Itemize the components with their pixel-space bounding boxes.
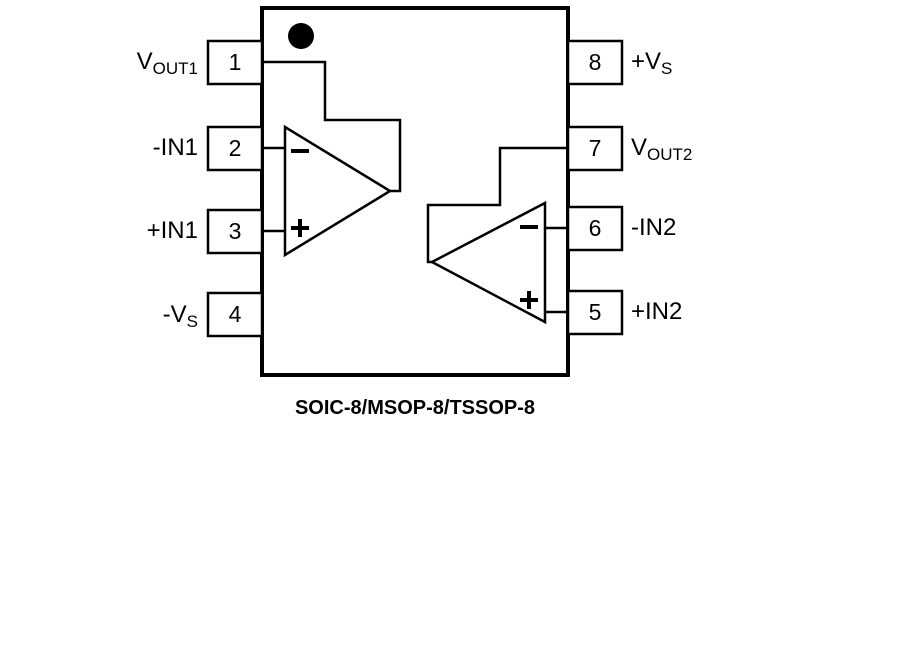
pin-number-6: 6 bbox=[588, 215, 602, 241]
pin-number-5: 5 bbox=[588, 299, 602, 325]
pin-label-sub: S bbox=[186, 312, 198, 331]
pin-label-vs-neg: -VS bbox=[163, 301, 198, 336]
pin-label-main: V bbox=[631, 134, 648, 161]
pin-box-2 bbox=[206, 125, 264, 172]
pin1-indicator-dot-icon bbox=[288, 23, 314, 49]
pin-label-in1-neg: -IN1 bbox=[153, 134, 198, 169]
pin-label-main: +IN2 bbox=[631, 298, 683, 325]
opamp2-symbol bbox=[429, 200, 547, 325]
pin-label-vs-pos: +VS bbox=[631, 48, 672, 83]
opamp1-plus-icon bbox=[291, 219, 309, 237]
pin-number-2: 2 bbox=[228, 135, 242, 161]
pin-number-1: 1 bbox=[228, 49, 242, 75]
pin-label-main: +IN1 bbox=[146, 217, 198, 244]
pin-box-1 bbox=[206, 39, 264, 86]
pin-box-4 bbox=[206, 291, 264, 338]
opamp2-plus-icon bbox=[520, 291, 538, 309]
opamp1-symbol bbox=[283, 124, 393, 258]
pin-number-3: 3 bbox=[228, 218, 242, 244]
pin-box-8 bbox=[566, 39, 624, 86]
pin-label-main: -IN1 bbox=[152, 134, 198, 161]
pin-label-in1-pos: +IN1 bbox=[147, 217, 198, 252]
pin-label-main: -IN2 bbox=[631, 214, 677, 241]
pin-label-vout2: VOUT2 bbox=[631, 134, 692, 169]
pin-label-sub: OUT2 bbox=[647, 145, 693, 164]
pin-label-sub: S bbox=[661, 59, 673, 78]
opamp1-output-trace bbox=[262, 60, 402, 193]
pin-label-sub: OUT1 bbox=[152, 59, 198, 78]
pin-label-in2-neg: -IN2 bbox=[631, 214, 676, 249]
pin-number-8: 8 bbox=[588, 49, 602, 75]
pin-label-main: +V bbox=[631, 48, 662, 75]
pin-label-main: V bbox=[136, 48, 153, 75]
pin-label-vout1: VOUT1 bbox=[137, 48, 198, 83]
package-caption: SOIC-8/MSOP-8/TSSOP-8 bbox=[294, 397, 536, 419]
pin-label-main: -V bbox=[162, 301, 187, 328]
pin-number-4: 4 bbox=[228, 301, 242, 327]
pin-label-in2-pos: +IN2 bbox=[631, 298, 682, 333]
pin-box-7 bbox=[566, 125, 624, 172]
opamp2-output-trace bbox=[426, 146, 568, 264]
pin-number-7: 7 bbox=[588, 135, 602, 161]
